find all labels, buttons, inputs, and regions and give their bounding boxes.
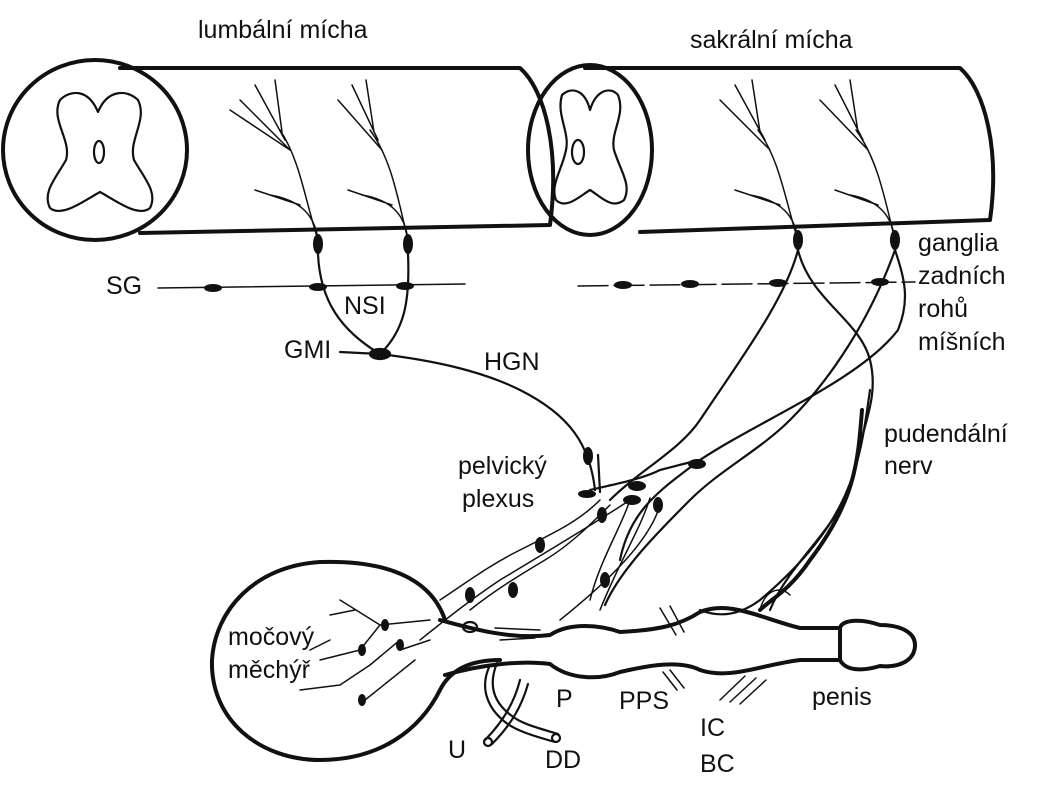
lumbar-cross-section — [1, 58, 189, 242]
label-sg: SG — [106, 272, 143, 300]
urethra-prostate-penis — [438, 589, 917, 705]
urinary-bladder — [209, 559, 502, 762]
label-p: P — [556, 685, 573, 713]
label-bc: BC — [700, 750, 735, 778]
dorsal-root-ganglia — [313, 230, 900, 254]
label-sacral-cord: sakrální mícha — [690, 26, 853, 54]
label-ganglia-3: rohů — [918, 295, 969, 323]
sacral-gray-matter — [553, 89, 628, 205]
label-nsi: NSI — [344, 292, 386, 320]
label-bladder-1: močový — [228, 623, 315, 651]
label-pelvic-1: pelvický — [458, 452, 547, 480]
lumbar-nerves — [316, 252, 597, 492]
pelvic-plexus — [419, 447, 706, 641]
root-branches — [229, 79, 896, 241]
label-dd: DD — [545, 746, 582, 774]
label-pelvic-2: plexus — [462, 485, 535, 513]
label-gmi: GMI — [284, 336, 332, 364]
label-ganglia-1: ganglia — [918, 229, 999, 257]
label-ganglia-4: míšních — [918, 328, 1006, 356]
label-hgn: HGN — [484, 348, 540, 376]
label-pudendal-2: nerv — [884, 452, 933, 480]
sacral-spinal-cord — [526, 63, 996, 237]
label-pudendal-1: pudendální — [884, 420, 1008, 448]
lumbar-spinal-cord — [1, 58, 556, 242]
label-u: U — [448, 736, 467, 764]
label-penis: penis — [812, 683, 872, 711]
pelvic-nerves — [603, 248, 907, 616]
sympathetic-chain — [157, 278, 916, 292]
label-ic: IC — [700, 714, 725, 742]
lumbar-gray-matter — [46, 91, 154, 212]
sacral-cross-section — [526, 63, 654, 237]
label-ganglia-2: zadních — [918, 262, 1006, 290]
ureter-and-ductus — [482, 661, 562, 748]
label-lumbar-cord: lumbální mícha — [198, 16, 368, 44]
label-pps: PPS — [619, 687, 670, 715]
label-bladder-2: měchýř — [228, 656, 310, 684]
